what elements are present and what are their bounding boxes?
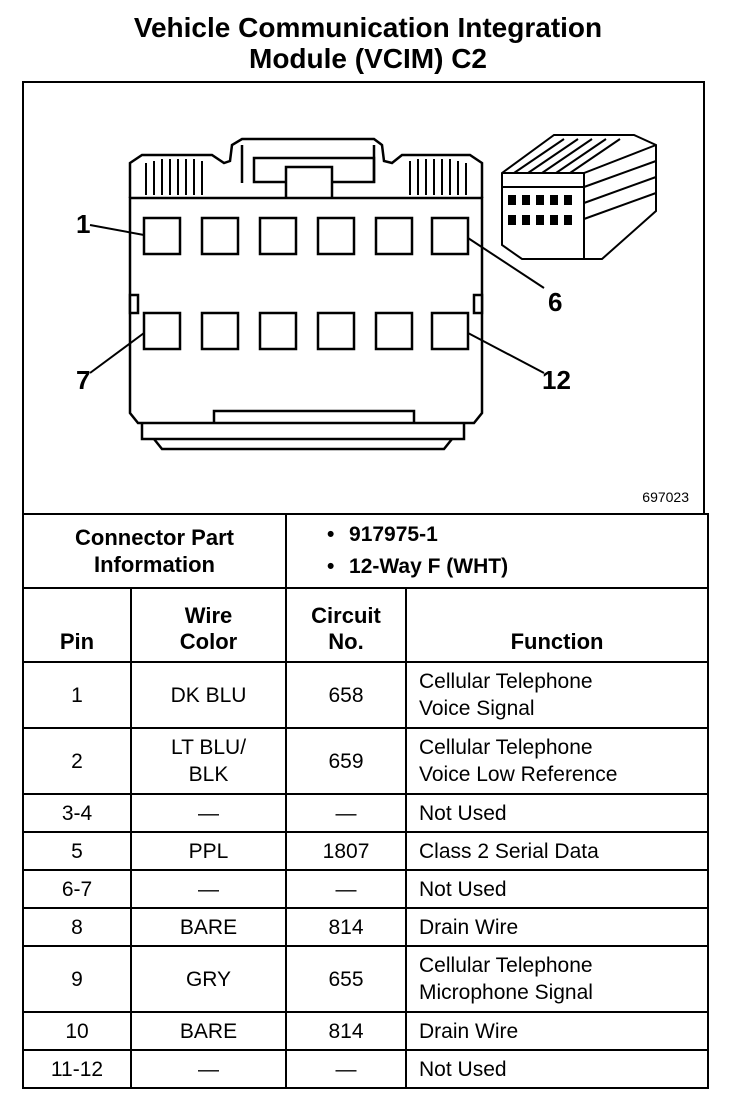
table-row: 6-7——Not Used xyxy=(22,869,710,909)
table-row: 3-4——Not Used xyxy=(22,793,710,833)
cell-circuit-no: — xyxy=(285,1049,408,1089)
connector-info-row: Connector Part Information 917975-1 12-W… xyxy=(21,513,710,589)
cell-function: Not Used xyxy=(405,869,710,909)
header-function: Function xyxy=(405,587,710,663)
cell-function: Class 2 Serial Data xyxy=(405,831,710,871)
cell-wire-color: — xyxy=(129,793,288,833)
page-title: Vehicle Communication Integration Module… xyxy=(0,12,736,74)
table-row: 11-12——Not Used xyxy=(22,1049,710,1089)
cell-pin: 10 xyxy=(22,1011,132,1051)
callout-pin-6: 6 xyxy=(548,287,562,317)
cell-wire-color: — xyxy=(129,869,288,909)
header-pin: Pin xyxy=(22,587,132,663)
header-circuit-no: Circuit No. xyxy=(285,587,408,663)
connector-info-label: Connector Part Information xyxy=(21,513,288,589)
cell-pin: 3-4 xyxy=(22,793,132,833)
cell-pin: 5 xyxy=(22,831,132,871)
cell-function: Not Used xyxy=(405,793,710,833)
cell-pin: 8 xyxy=(22,907,132,947)
connector-description: 12-Way F (WHT) xyxy=(327,551,707,583)
cell-wire-color: LT BLU/BLK xyxy=(129,727,288,795)
cell-wire-color: BARE xyxy=(129,1011,288,1051)
cell-pin: 1 xyxy=(22,661,132,729)
cell-wire-color: — xyxy=(129,1049,288,1089)
callout-pin-7: 7 xyxy=(76,365,90,395)
cell-pin: 2 xyxy=(22,727,132,795)
cell-circuit-no: — xyxy=(285,869,408,909)
header-wire-color: Wire Color xyxy=(129,587,288,663)
connector-diagram: 1 6 7 12 697023 xyxy=(22,81,705,513)
cell-wire-color: BARE xyxy=(129,907,288,947)
title-line-2: Module (VCIM) C2 xyxy=(249,43,487,74)
cell-circuit-no: 814 xyxy=(285,1011,408,1051)
cell-pin: 6-7 xyxy=(22,869,132,909)
cell-wire-color: PPL xyxy=(129,831,288,871)
cell-circuit-no: 1807 xyxy=(285,831,408,871)
cell-wire-color: DK BLU xyxy=(129,661,288,729)
cell-circuit-no: 655 xyxy=(285,945,408,1013)
cell-pin: 11-12 xyxy=(22,1049,132,1089)
connector-table: Connector Part Information 917975-1 12-W… xyxy=(21,513,710,1089)
title-line-1: Vehicle Communication Integration xyxy=(133,12,603,43)
cell-function: Not Used xyxy=(405,1049,710,1089)
cell-pin: 9 xyxy=(22,945,132,1013)
figure-number: 697023 xyxy=(642,489,689,505)
cell-circuit-no: 659 xyxy=(285,727,408,795)
cell-circuit-no: 658 xyxy=(285,661,408,729)
cell-function: Drain Wire xyxy=(405,907,710,947)
connector-drawing: 1 6 7 12 xyxy=(76,134,657,451)
cell-function: Drain Wire xyxy=(405,1011,710,1051)
connector-info-values: 917975-1 12-Way F (WHT) xyxy=(285,513,710,589)
callout-pin-1: 1 xyxy=(76,209,90,239)
cell-circuit-no: — xyxy=(285,793,408,833)
cell-wire-color: GRY xyxy=(129,945,288,1013)
callout-pin-12: 12 xyxy=(542,365,571,395)
cell-circuit-no: 814 xyxy=(285,907,408,947)
part-number: 917975-1 xyxy=(327,519,707,551)
table-header-row: Pin Wire Color Circuit No. Function xyxy=(22,587,710,663)
